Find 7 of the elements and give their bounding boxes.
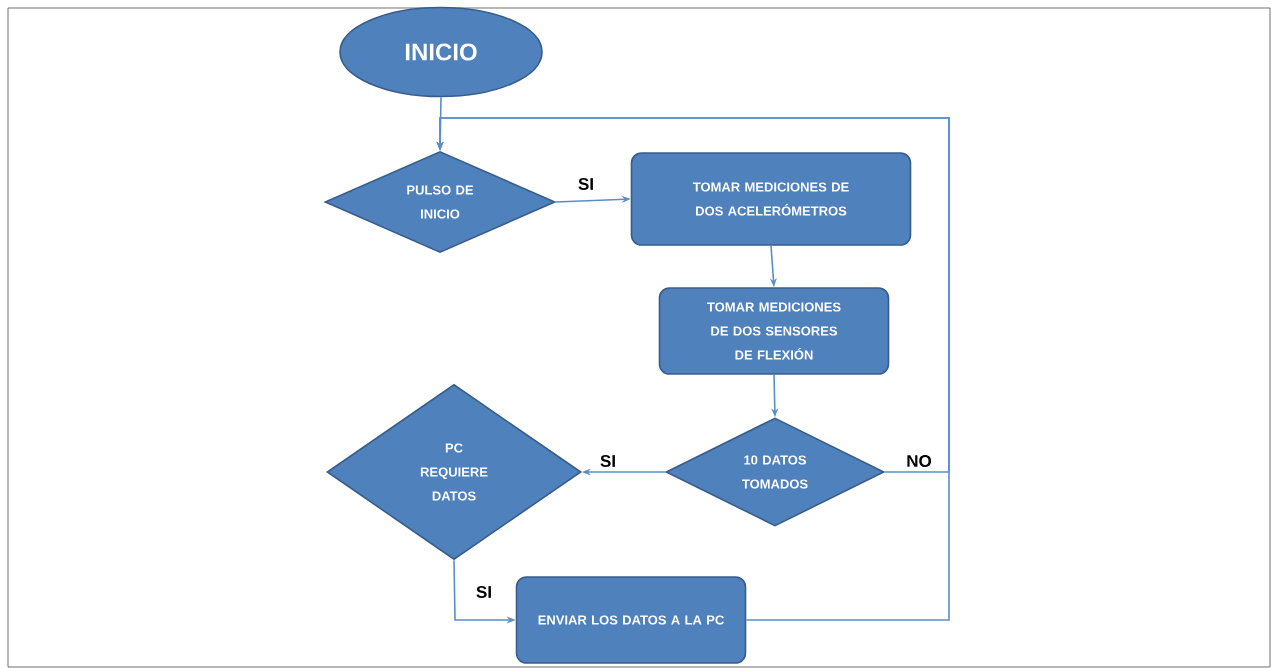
process-box: TOMAR MEDICIONES DE DOS SENSORES DE FLEXIÓN [658, 287, 890, 375]
edge-label: SI [576, 177, 596, 191]
process-box: ENVIAR LOS DATOS A LA PC [515, 576, 747, 664]
process-box: TOMAR MEDICIONES DE DOS ACELERÓMETROS [630, 152, 912, 246]
edge-label: SI [474, 585, 494, 599]
edge-label: NO [905, 454, 933, 468]
edge-label: SI [598, 454, 618, 468]
